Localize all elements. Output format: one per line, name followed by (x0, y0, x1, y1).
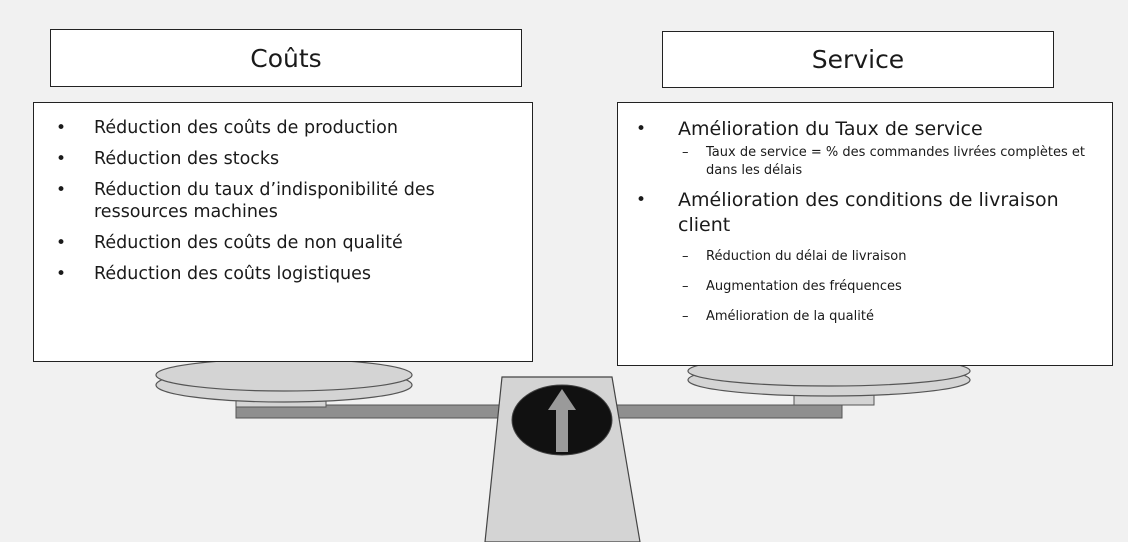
sub-list: – Taux de service = % des commandes livr… (678, 144, 1096, 180)
balance-indicator-arrow-up-icon (511, 384, 613, 456)
list-item-text: Amélioration du Taux de service (678, 118, 983, 140)
service-title-box: Service (662, 31, 1054, 88)
bullet-icon: • (636, 190, 647, 210)
list-item-text: Amélioration des conditions de livraison… (678, 189, 1059, 236)
sub-list-item: – Réduction du délai de livraison (678, 248, 1096, 266)
service-title: Service (811, 45, 905, 74)
costs-title: Coûts (250, 43, 322, 73)
left-tray (155, 358, 413, 408)
bullet-icon: • (56, 118, 67, 138)
sub-list-item-text: Amélioration de la qualité (706, 309, 874, 324)
service-panel: • Amélioration du Taux de service – Taux… (617, 102, 1113, 366)
list-item-text: Réduction du taux d’indisponibilité des … (94, 180, 435, 222)
list-item: • Réduction des stocks (34, 148, 516, 170)
dash-icon: – (682, 145, 689, 160)
sub-list: – Réduction du délai de livraison – Augm… (678, 248, 1096, 326)
list-item: • Amélioration du Taux de service – Taux… (618, 117, 1096, 180)
bullet-icon: • (56, 233, 67, 253)
sub-list-item: – Amélioration de la qualité (678, 308, 1096, 326)
list-item-text: Réduction des stocks (94, 149, 280, 169)
sub-list-item: – Augmentation des fréquences (678, 278, 1096, 296)
dash-icon: – (682, 249, 689, 264)
costs-list: • Réduction des coûts de production • Ré… (34, 117, 516, 285)
list-item: • Réduction du taux d’indisponibilité de… (34, 179, 516, 223)
bullet-icon: • (636, 119, 647, 139)
list-item: • Réduction des coûts de non qualité (34, 232, 516, 254)
service-list: • Amélioration du Taux de service – Taux… (618, 117, 1096, 326)
sub-list-item-text: Réduction du délai de livraison (706, 249, 907, 264)
dash-icon: – (682, 279, 689, 294)
costs-title-box: Coûts (50, 29, 522, 87)
bullet-icon: • (56, 264, 67, 284)
sub-list-item-text: Augmentation des fréquences (706, 279, 902, 294)
list-item: • Réduction des coûts logistiques (34, 263, 516, 285)
dash-icon: – (682, 309, 689, 324)
list-item: • Réduction des coûts de production (34, 117, 516, 139)
bullet-icon: • (56, 149, 67, 169)
list-item-text: Réduction des coûts de production (94, 118, 398, 138)
list-item-text: Réduction des coûts de non qualité (94, 233, 403, 253)
list-item: • Amélioration des conditions de livrais… (618, 188, 1096, 326)
sub-list-item-text: Taux de service = % des commandes livrée… (706, 145, 1085, 178)
costs-panel: • Réduction des coûts de production • Ré… (33, 102, 533, 362)
list-item-text: Réduction des coûts logistiques (94, 264, 372, 284)
bullet-icon: • (56, 180, 67, 200)
sub-list-item: – Taux de service = % des commandes livr… (678, 144, 1096, 180)
